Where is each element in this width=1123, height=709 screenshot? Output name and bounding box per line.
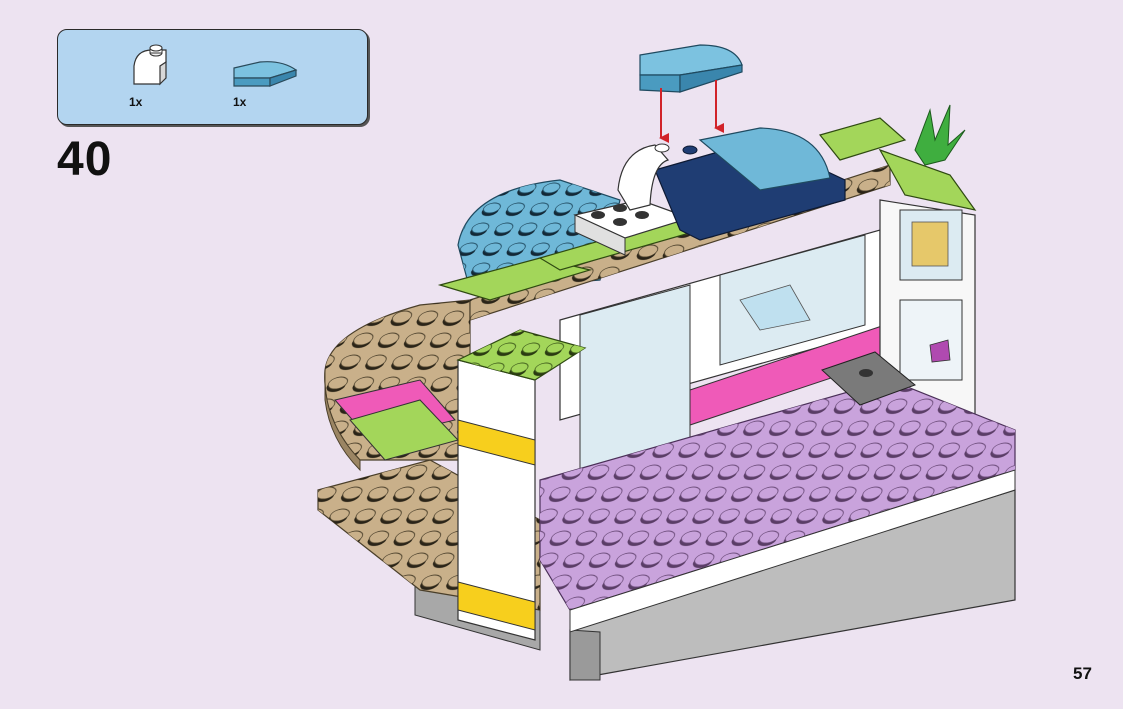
- step-number: 40: [57, 133, 113, 186]
- white-curved-slope-brick-icon: [133, 44, 167, 86]
- azure-curved-slope-brick-icon: [233, 61, 298, 87]
- grey-tile: [821, 351, 916, 406]
- plant-leaves: [914, 104, 966, 166]
- page-number: 57: [1073, 664, 1092, 683]
- white-slope-placed: [617, 143, 670, 211]
- part-count: 1x: [129, 95, 143, 109]
- parts-callout: 1x 1x: [57, 29, 368, 125]
- front-pillar: [456, 329, 587, 641]
- lavender-floor-plate: [539, 379, 1016, 633]
- building-walls: [559, 199, 976, 471]
- white-brick: [573, 199, 692, 256]
- part-count: 1x: [233, 95, 247, 109]
- pink-furniture: [334, 379, 459, 461]
- azure-slope-incoming: [639, 44, 743, 93]
- azure-slope-placed: [698, 127, 831, 191]
